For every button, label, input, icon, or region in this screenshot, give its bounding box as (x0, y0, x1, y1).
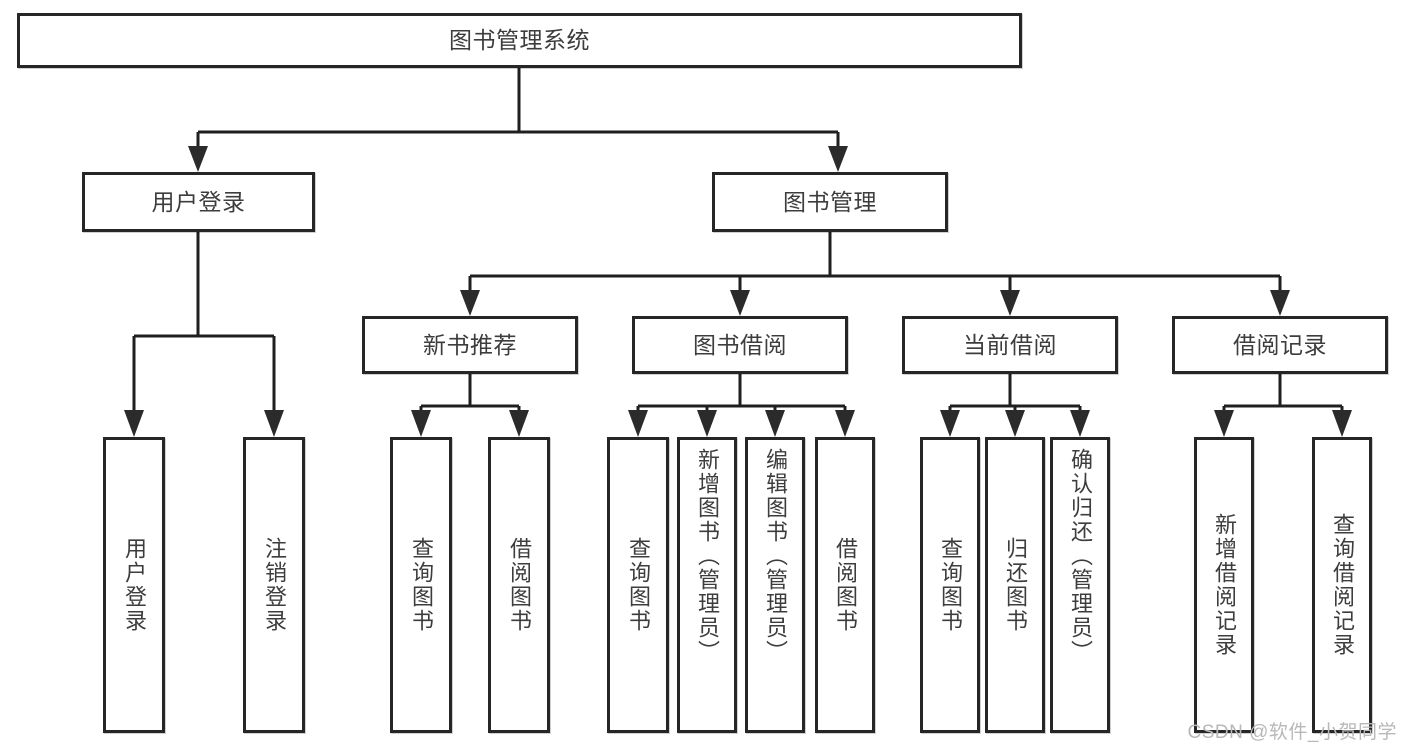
leaf-current-query-book[interactable]: 查询图书 (920, 437, 980, 733)
leaf-borrow-edit-book[interactable]: 编辑图书（管理员） (745, 437, 805, 733)
leaf-borrow-add-book[interactable]: 新增图书（管理员） (677, 437, 737, 733)
leaf-borrow-query-book[interactable]: 查询图书 (607, 437, 669, 733)
node-new-book-recommend-label: 新书推荐 (423, 331, 517, 358)
leaf-record-query-label: 查询借阅记录 (1329, 513, 1355, 657)
leaf-borrow-add-book-label: 新增图书（管理员） (694, 448, 720, 664)
arrowhead-recommend-borrow (509, 410, 529, 437)
node-book-borrow-label: 图书借阅 (693, 331, 787, 358)
node-root-label: 图书管理系统 (449, 27, 590, 53)
leaf-recommend-borrow-book[interactable]: 借阅图书 (488, 437, 550, 733)
leaf-user-login[interactable]: 用户登录 (103, 437, 165, 733)
leaf-logout[interactable]: 注销登录 (243, 437, 305, 733)
leaf-current-confirm-return-label: 确认归还（管理员） (1067, 448, 1093, 664)
leaf-current-query-book-label: 查询图书 (937, 537, 963, 633)
node-borrow-record[interactable]: 借阅记录 (1172, 316, 1388, 374)
arrowhead-current-query (940, 410, 960, 437)
node-current-borrow[interactable]: 当前借阅 (902, 316, 1118, 374)
arrowhead-current-return (1005, 410, 1025, 437)
arrowhead-record-add (1214, 410, 1234, 437)
node-new-book-recommend[interactable]: 新书推荐 (362, 316, 578, 374)
node-current-borrow-label: 当前借阅 (963, 331, 1057, 358)
node-user-login[interactable]: 用户登录 (82, 172, 315, 232)
leaf-record-add-label: 新增借阅记录 (1211, 513, 1237, 657)
leaf-borrow-lend-book-label: 借阅图书 (832, 537, 858, 633)
leaf-borrow-lend-book[interactable]: 借阅图书 (815, 437, 875, 733)
arrowhead-user-login (188, 146, 208, 172)
arrowhead-leaf-user-login (124, 410, 144, 437)
arrowhead-leaf-logout (264, 410, 284, 437)
node-user-login-label: 用户登录 (151, 188, 246, 215)
leaf-recommend-query-book[interactable]: 查询图书 (390, 437, 452, 733)
arrowhead-recommend-query (411, 410, 431, 437)
node-root[interactable]: 图书管理系统 (17, 13, 1022, 68)
arrowhead-new-book-recommend (460, 290, 480, 316)
arrowhead-record-query (1332, 410, 1352, 437)
leaf-logout-label: 注销登录 (261, 537, 287, 633)
arrowhead-borrow-record (1270, 290, 1290, 316)
arrowhead-current-borrow (1000, 290, 1020, 316)
leaf-recommend-borrow-book-label: 借阅图书 (506, 537, 532, 633)
node-book-management[interactable]: 图书管理 (712, 172, 948, 232)
arrowhead-book-borrow (730, 290, 750, 316)
arrowhead-book-management (828, 146, 848, 172)
arrowhead-current-confirm (1070, 410, 1090, 437)
leaf-current-return-book[interactable]: 归还图书 (985, 437, 1045, 733)
leaf-current-confirm-return[interactable]: 确认归还（管理员） (1050, 437, 1110, 733)
leaf-recommend-query-book-label: 查询图书 (408, 537, 434, 633)
leaf-record-query[interactable]: 查询借阅记录 (1312, 437, 1372, 733)
node-book-management-label: 图书管理 (783, 188, 877, 215)
arrowhead-borrow-query (628, 410, 648, 437)
leaf-record-add[interactable]: 新增借阅记录 (1194, 437, 1254, 733)
leaf-borrow-edit-book-label: 编辑图书（管理员） (762, 448, 788, 664)
leaf-user-login-label: 用户登录 (121, 537, 147, 633)
arrowhead-borrow-lend (835, 410, 855, 437)
node-book-borrow[interactable]: 图书借阅 (632, 316, 848, 374)
leaf-current-return-book-label: 归还图书 (1002, 537, 1028, 633)
leaf-borrow-query-book-label: 查询图书 (625, 537, 651, 633)
arrowhead-borrow-add (697, 410, 717, 437)
node-borrow-record-label: 借阅记录 (1233, 331, 1327, 358)
watermark: CSDN @软件_小贺同学 (1187, 722, 1397, 743)
arrowhead-borrow-edit (765, 410, 785, 437)
